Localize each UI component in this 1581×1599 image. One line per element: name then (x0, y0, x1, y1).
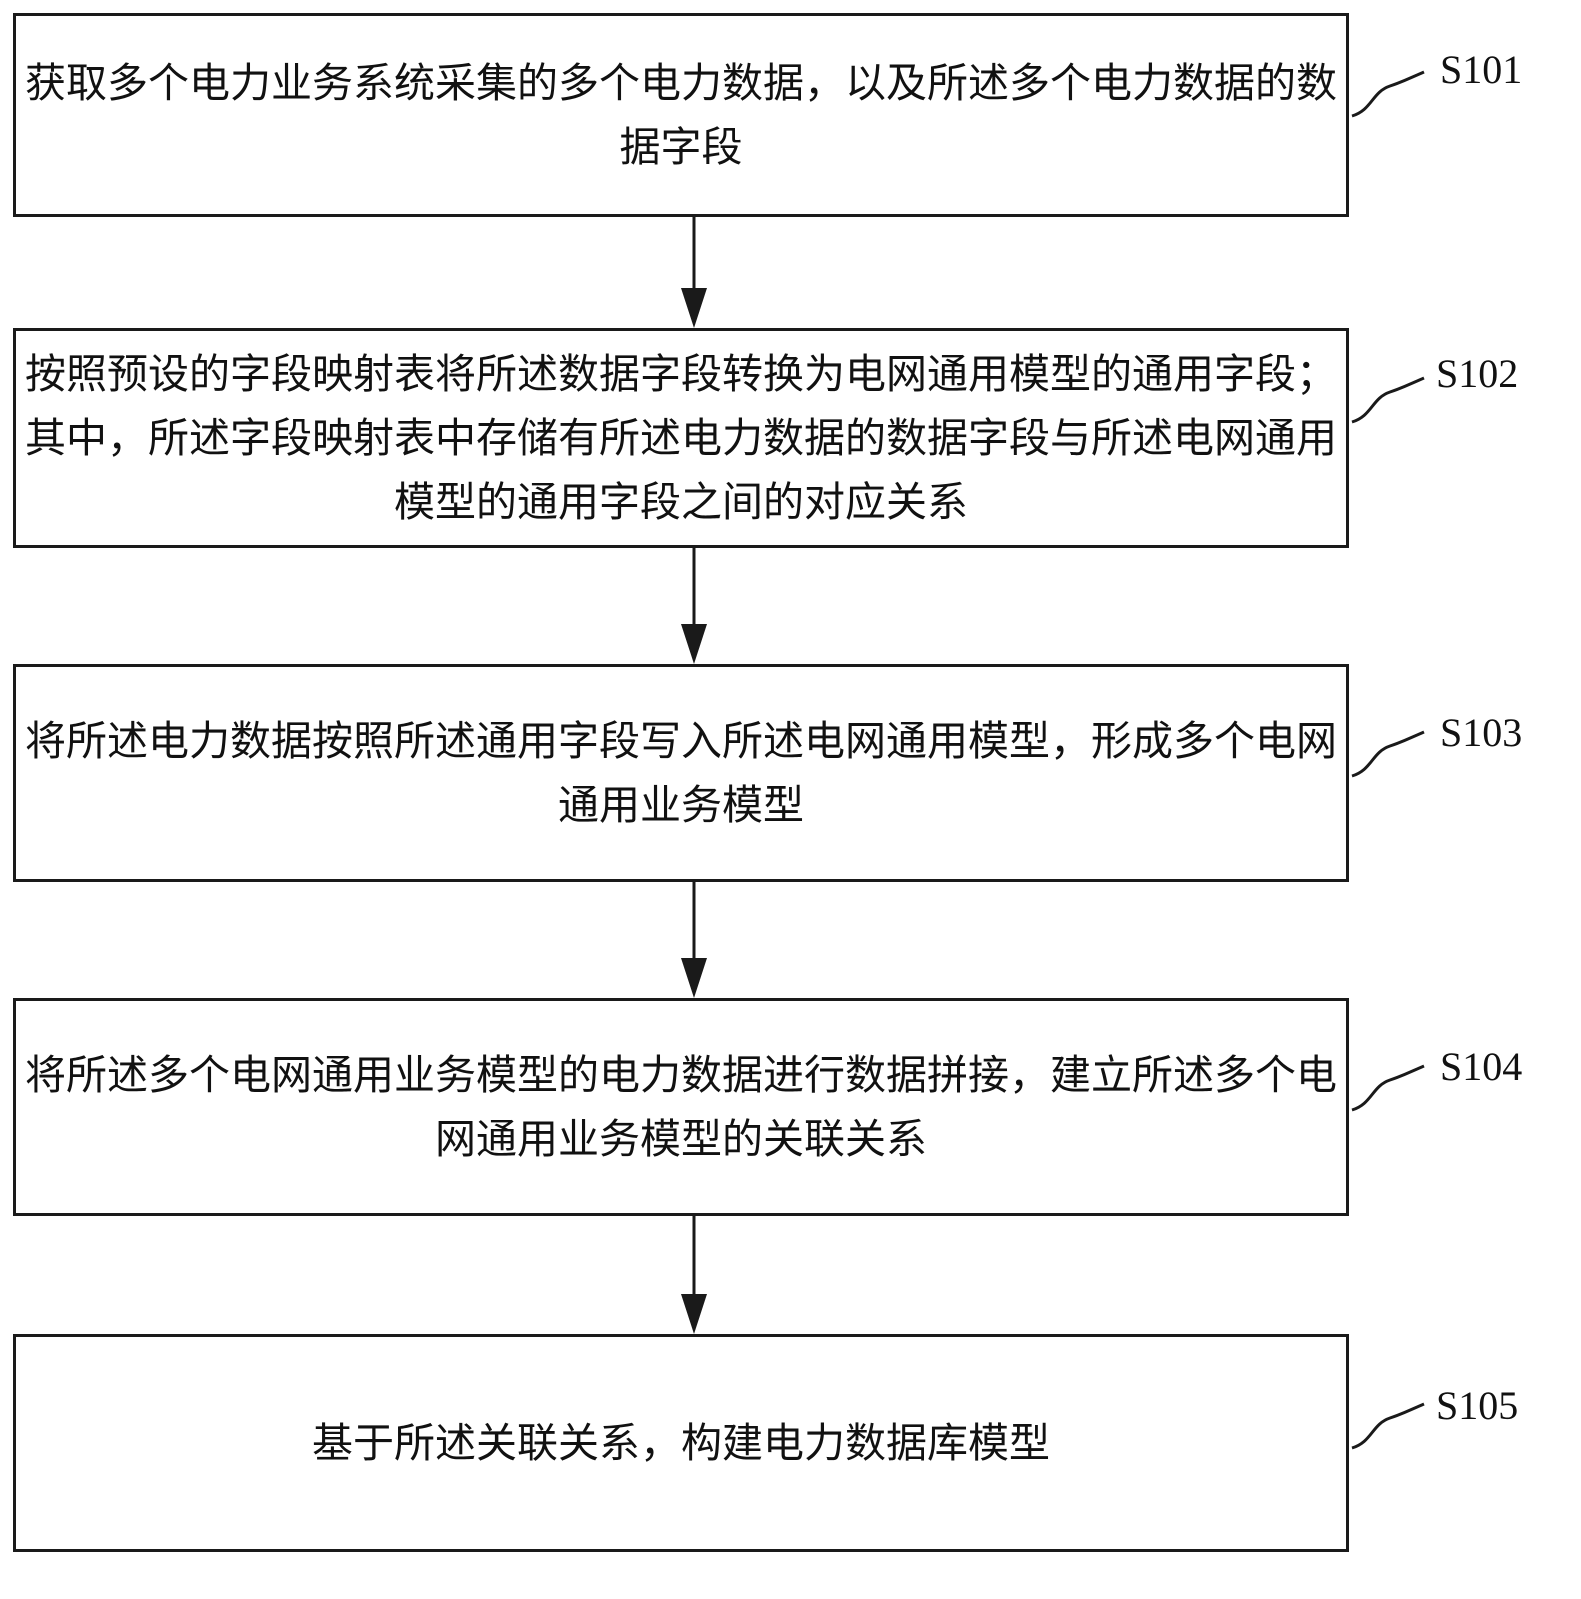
step-label-s102: S102 (1436, 351, 1519, 396)
leader-line-s102 (1351, 376, 1425, 424)
step-text-s102: 按照预设的字段映射表将所述数据字段转换为电网通用模型的通用字段；其中，所述字段映… (25, 350, 1337, 526)
step-text-s105: 基于所述关联关系，构建电力数据库模型 (312, 1419, 1050, 1467)
arrow-s104-to-s105 (681, 1216, 707, 1334)
step-label-s104: S104 (1440, 1044, 1523, 1089)
step-box-s102: 按照预设的字段映射表将所述数据字段转换为电网通用模型的通用字段；其中，所述字段映… (13, 328, 1349, 548)
leader-line-s103 (1351, 730, 1425, 778)
arrow-s102-to-s103 (681, 548, 707, 664)
leader-line-s101 (1351, 70, 1425, 118)
step-label-s105: S105 (1436, 1383, 1519, 1428)
leader-line-s105 (1351, 1402, 1425, 1450)
arrow-s103-to-s104 (681, 882, 707, 998)
step-box-s103: 将所述电力数据按照所述通用字段写入所述电网通用模型，形成多个电网通用业务模型 (13, 664, 1349, 882)
step-box-s104: 将所述多个电网通用业务模型的电力数据进行数据拼接，建立所述多个电网通用业务模型的… (13, 998, 1349, 1216)
step-label-s101: S101 (1440, 47, 1523, 92)
leader-line-s104 (1351, 1064, 1425, 1112)
step-text-s104: 将所述多个电网通用业务模型的电力数据进行数据拼接，建立所述多个电网通用业务模型的… (25, 1051, 1337, 1163)
step-text-s101: 获取多个电力业务系统采集的多个电力数据，以及所述多个电力数据的数据字段 (25, 59, 1337, 171)
step-label-s103: S103 (1440, 710, 1523, 755)
step-box-s101: 获取多个电力业务系统采集的多个电力数据，以及所述多个电力数据的数据字段 (13, 13, 1349, 217)
step-box-s105: 基于所述关联关系，构建电力数据库模型 (13, 1334, 1349, 1552)
step-text-s103: 将所述电力数据按照所述通用字段写入所述电网通用模型，形成多个电网通用业务模型 (25, 717, 1337, 829)
arrow-s101-to-s102 (681, 216, 707, 328)
